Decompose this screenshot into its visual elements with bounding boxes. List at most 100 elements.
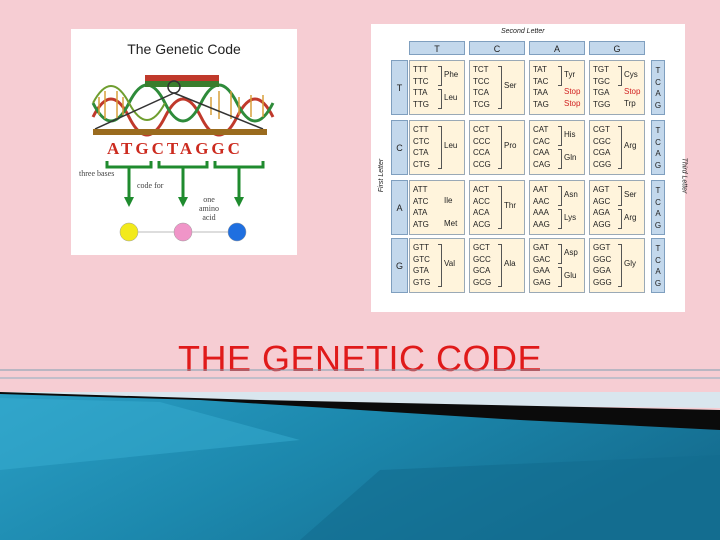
codon-bracket [558,66,562,86]
codon: CTG [413,159,430,169]
codon-bracket [558,209,562,229]
codon: GCG [473,277,492,287]
amino-acid-label: Gly [624,259,636,269]
third-letter-T: T [655,126,661,135]
codon: AGA [593,208,610,217]
third-letter-G: G [654,100,662,110]
third-letter-C: C [655,77,661,87]
codon: AAC [533,196,550,206]
third-letter-A: A [655,209,661,218]
stop-codon-label: Stop [624,87,641,96]
codon-bracket [558,267,562,287]
codon: CCC [473,136,491,146]
amino-acid-label: Pro [504,141,517,151]
amino-acid-label: Ser [624,189,637,199]
first-letter-header-G: G [391,238,408,293]
amino-acid-label: Ala [504,259,516,269]
amino-acid-label: Tyr [564,69,576,79]
codon: AAT [533,185,548,194]
third-letter-G: G [654,278,662,288]
codon-bracket [498,244,502,287]
codon: TTC [413,76,429,86]
third-letter-G: G [654,220,662,230]
first-letter-header-T: T [391,60,408,115]
codon-bracket [618,126,622,169]
second-letter-header-T: T [409,41,465,55]
codon: TCT [473,65,489,74]
codon: CTT [413,125,429,134]
codon-bracket [438,126,442,169]
third-letter-C: C [655,255,661,265]
second-letter-header-C: C [469,41,525,55]
codon: AGT [593,185,610,194]
codon: GCC [473,254,491,264]
acid-label: acid [202,213,216,222]
codon: TCC [473,76,490,86]
codon: ATC [413,196,429,206]
third-letter-T: T [655,186,661,195]
codon: AAG [533,219,550,229]
third-letter-T: T [655,66,661,75]
codon: GAG [533,277,551,287]
codon: ACG [473,219,491,229]
codon: CAG [533,159,551,169]
third-letter-C: C [655,197,661,207]
codon: TAC [533,76,549,86]
codon: ACA [473,208,490,217]
amino-acid-label: Arg [624,212,637,222]
dna-illustration [91,75,275,242]
codon: AGC [593,196,611,206]
codon-bracket [558,149,562,169]
codon-bracket [498,66,502,109]
amino-acid-label: His [564,129,576,139]
codon-bracket [618,186,622,206]
codon: TGG [593,99,611,109]
codon: CCT [473,125,490,134]
codon: GCA [473,266,491,275]
codon-bracket [438,244,442,287]
first-letter-header-C: C [391,120,408,175]
amino-acid-label: Val [444,259,455,269]
stop-codon-label: Stop [564,98,581,108]
codon: TAA [533,88,548,97]
third-letter-C: C [655,137,661,147]
amino-acid-label: Ile [444,195,453,205]
amino-acid-label: Lys [564,212,577,222]
third-letter-A: A [655,89,661,98]
codon: GAA [533,266,550,275]
slide-title: THE GENETIC CODE [177,338,543,379]
genetic-code-figure: The Genetic Code ATGCTAGGC three bases c… [71,29,297,255]
codon: TTT [413,65,428,74]
three-bases-label: three bases [79,169,115,178]
codon: CCG [473,159,491,169]
codon: CGT [593,125,610,134]
amino-acid-label: Met [444,218,458,228]
codon: ACT [473,185,489,194]
codon: ATA [413,208,428,217]
codon: GTG [413,277,431,287]
code-for-label: code for [137,181,164,190]
amino-acid-label: Cys [624,69,638,79]
codon: CAT [533,125,549,134]
codon-bracket [558,186,562,206]
amino-acid-label: Asp [564,247,578,257]
third-letter-T: T [655,244,661,253]
codon: TGA [593,88,610,97]
amino-acid-label: Asn [564,189,578,199]
